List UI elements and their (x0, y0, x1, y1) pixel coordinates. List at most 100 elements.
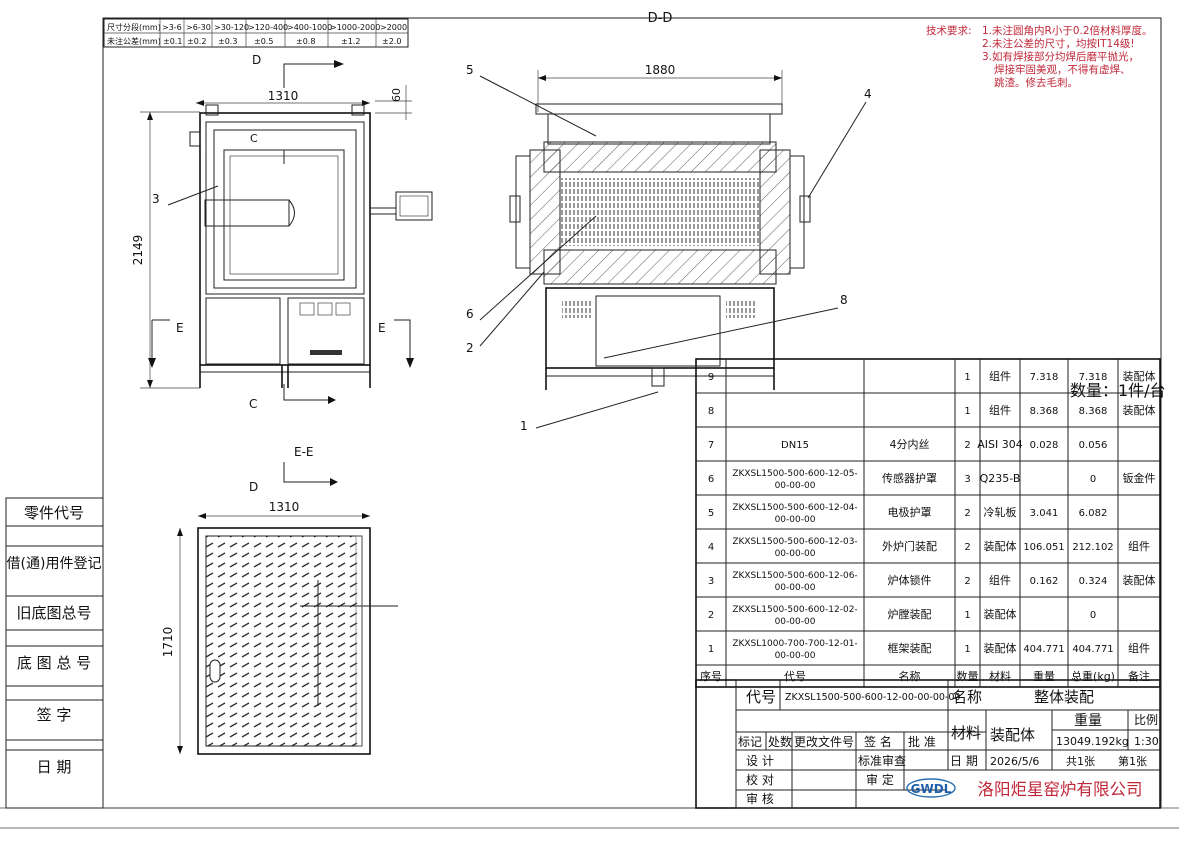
bom-cell-qty: 1 (964, 406, 970, 417)
tb-approve: 审 定 (866, 772, 894, 787)
tb-code-label: 代号 (746, 688, 776, 706)
section-view-dd: 1880 (509, 63, 811, 390)
bom-cell-total: 7.318 (1079, 372, 1108, 383)
balloon-1: 1 (520, 419, 528, 433)
dim-plan-height: 1710 (161, 627, 175, 658)
bom-cell-mat: 组件 (989, 369, 1011, 383)
tb-check: 校 对 (746, 772, 774, 787)
tolerance-table: 尺寸分段(mm) 未注公差(mm) >3-6 >6-30 >30-120 >12… (103, 18, 409, 48)
bom-cell-note: 装配体 (1123, 369, 1156, 383)
bom-cell-mat: 冷轧板 (984, 505, 1017, 519)
bom-cell-name: 炉膛装配 (888, 607, 932, 621)
bom-cell-mat: 装配体 (984, 539, 1017, 553)
dim-top-offset: 60 (390, 88, 403, 102)
bom-cell-name: 4分内丝 (890, 437, 930, 451)
balloon-4: 4 (864, 87, 872, 101)
bom-cell-code: ZKXSL1500-500-600-12-04- (732, 503, 857, 513)
bom-cell-code: DN15 (781, 440, 809, 451)
tb-weight-label: 重量 (1074, 713, 1102, 729)
bom-cell-name: 传感器护罩 (882, 471, 937, 485)
tb-company: 洛阳炬星窑炉有限公司 (978, 780, 1143, 799)
view-label-c-bottom: C (249, 397, 257, 411)
tech-item: 焊接牢固美观，不得有虚焊、 (994, 63, 1131, 76)
balloon-8: 8 (840, 293, 848, 307)
bom-cell-note: 装配体 (1123, 573, 1156, 587)
tech-item: 2.未注公差的尺寸，均按IT14级! (982, 37, 1135, 50)
tb-sheets-total: 共1张 (1066, 755, 1095, 768)
bom-cell-total: 0.324 (1079, 576, 1108, 587)
bom-header: 备注 (1128, 669, 1150, 683)
strip-borrow-register: 借(通)用件登记 (7, 556, 102, 572)
strip-base-drawing-no: 底 图 总 号 (17, 654, 91, 672)
tol-range: >6-30 (186, 23, 211, 32)
bom-cell-qty: 2 (964, 440, 970, 451)
strip-old-drawing-no: 旧底图总号 (16, 604, 91, 622)
balloons: 5 4 3 6 2 8 1 (152, 63, 872, 433)
bom-cell-name: 外炉门装配 (882, 539, 937, 553)
tech-item: 3.如有焊接部分均焊后磨平抛光， (982, 50, 1139, 63)
tb-rev-mark: 标记 (738, 735, 762, 749)
bom-cell-mat: 组件 (989, 403, 1011, 417)
bom-cell-total: 6.082 (1079, 508, 1108, 519)
tol-row1-label: 尺寸分段(mm) (107, 22, 161, 32)
bom-cell-total: 0.056 (1079, 440, 1108, 451)
bom-cell-mat: 装配体 (984, 641, 1017, 655)
view-label-e-right: E (378, 321, 386, 335)
section-title-dd: D-D (648, 11, 673, 26)
bom-cell-code-cont: 00-00-00 (775, 617, 816, 627)
bom-cell-qty: 1 (964, 644, 970, 655)
bom-cell-code-cont: 00-00-00 (775, 515, 816, 525)
tol-value: ±2.0 (382, 37, 401, 46)
bom-cell-code: ZKXSL1500-500-600-12-05- (732, 469, 857, 479)
tb-rev-sign: 签 名 (864, 734, 892, 749)
bom-header: 名称 (899, 669, 921, 683)
dim-side-width: 1880 (645, 63, 676, 77)
bom-cell-qty: 2 (964, 576, 970, 587)
bom-cell-name: 电极护罩 (888, 505, 932, 519)
bom-cell-wt: 404.771 (1023, 644, 1064, 655)
tb-review: 审 核 (746, 791, 774, 806)
tol-value: ±0.3 (218, 37, 237, 46)
tol-row2-label: 未注公差(mm) (107, 36, 161, 46)
bom-cell-mat: Q235-B (980, 472, 1021, 485)
bom-cell-code: ZKXSL1500-500-600-12-06- (732, 571, 857, 581)
view-label-d-plan: D (249, 480, 258, 494)
balloon-6: 6 (466, 307, 474, 321)
bom-header: 重量 (1033, 669, 1055, 683)
logo-text: GWDL (911, 782, 952, 796)
bom-cell-no: 4 (708, 542, 714, 553)
tol-range: >1000-2000 (330, 23, 380, 32)
balloon-3: 3 (152, 192, 160, 206)
tb-rev-approve: 批 准 (908, 734, 936, 749)
bom-header: 序号 (700, 669, 722, 683)
bom-cell-no: 3 (708, 576, 714, 587)
bom-cell-code-cont: 00-00-00 (775, 481, 816, 491)
tb-name-label: 名称 (952, 688, 982, 706)
tol-range: >30-120 (214, 23, 249, 32)
title-block: 代号 ZKXSL1500-500-600-12-00-00-00-00 名称 整… (695, 679, 1161, 809)
bom-cell-code: ZKXSL1000-700-700-12-01- (732, 639, 857, 649)
tb-name-value: 整体装配 (1034, 688, 1094, 706)
section-title-ee: E-E (294, 445, 314, 459)
bom-cell-qty: 2 (964, 508, 970, 519)
bom-cell-wt: 3.041 (1030, 508, 1059, 519)
tol-value: ±0.2 (187, 37, 206, 46)
tol-value: ±1.2 (341, 37, 360, 46)
bom-cell-wt: 7.318 (1030, 372, 1059, 383)
bom-cell-wt: 106.051 (1023, 542, 1064, 553)
tb-date-value: 2026/5/6 (990, 755, 1039, 768)
balloon-5: 5 (466, 63, 474, 77)
strip-date: 日 期 (37, 758, 72, 776)
bom-cell-no: 1 (708, 644, 714, 655)
balloon-2: 2 (466, 341, 474, 355)
bom-cell-code: ZKXSL1500-500-600-12-02- (732, 605, 857, 615)
bom-cell-mat: 装配体 (984, 607, 1017, 621)
plan-view-ee: E-E D 1310 1710 (161, 445, 398, 755)
tol-range: >2000 (380, 23, 407, 32)
bom-cell-no: 5 (708, 508, 714, 519)
bom-cell-note: 组件 (1128, 641, 1150, 655)
tol-range: >120-400 (248, 23, 288, 32)
tb-code-value: ZKXSL1500-500-600-12-00-00-00-00 (785, 692, 960, 703)
